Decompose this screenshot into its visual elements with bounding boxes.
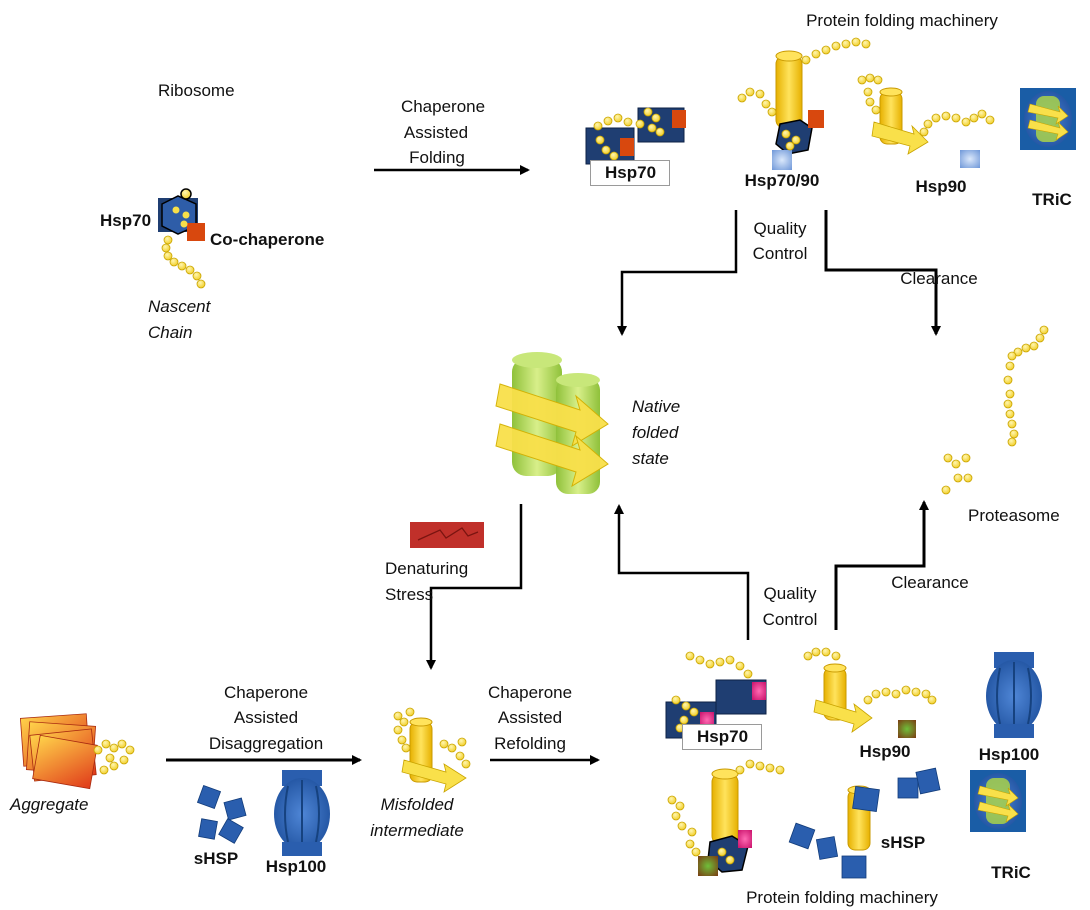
refolding-label-1: Chaperone	[488, 683, 572, 702]
hsp100-bottom-label: Hsp100	[979, 745, 1039, 764]
hsp90-bottom-label: Hsp90	[859, 742, 910, 761]
misfolded-label-1: Misfolded	[381, 795, 454, 814]
native-protein-icon	[495, 352, 609, 494]
co-chaperone-label: Co-chaperone	[210, 230, 324, 249]
native-label-2: folded	[632, 423, 679, 442]
ribosome-label: Ribosome	[158, 81, 235, 100]
hsp90-top-label: Hsp90	[915, 177, 966, 196]
diagram-text: Ribosome Hsp70 Co-chaperone Nascent Chai…	[9, 11, 1072, 907]
hsp100-left-icon	[273, 769, 331, 857]
shsp-bottom-label: sHSP	[881, 833, 925, 852]
hsp70-90-top-label: Hsp70/90	[745, 171, 820, 190]
qc-bottom-label-1: Quality	[764, 584, 817, 603]
nascent-chain-icon	[161, 235, 206, 289]
folding-label-3: Folding	[409, 148, 465, 167]
hsp100-bottom-icon	[985, 651, 1043, 739]
disaggregation-label-2: Assisted	[234, 708, 298, 727]
tric-top-icon	[1019, 87, 1077, 151]
top-hsp70-90-complex	[737, 37, 871, 170]
bottom-hsp70-90-complex	[667, 759, 785, 876]
clearance-bottom-label: Clearance	[891, 573, 969, 592]
quality-control-top-arrow	[617, 210, 738, 336]
bottom-hsp90-complex	[803, 647, 937, 738]
disaggregation-label-1: Chaperone	[224, 683, 308, 702]
quality-control-bottom-arrow	[614, 504, 750, 640]
folding-label-1: Chaperone	[401, 97, 485, 116]
top-hsp90-complex	[857, 73, 995, 168]
refolding-label-2: Assisted	[498, 708, 562, 727]
hsp70-ribosome-label: Hsp70	[100, 211, 151, 230]
tric-top-label: TRiC	[1032, 190, 1072, 209]
misfolded-intermediate-icon	[393, 707, 471, 793]
machinery-top-label: Protein folding machinery	[806, 11, 998, 30]
clearance-top-label: Clearance	[900, 269, 978, 288]
disaggregation-label-3: Disaggregation	[209, 734, 323, 753]
tric-bottom-label: TRiC	[991, 863, 1031, 882]
aggregate-label: Aggregate	[9, 795, 88, 814]
hsp70-bottom-label: Hsp70	[682, 724, 762, 750]
nascent-label-2: Chain	[148, 323, 192, 342]
refolding-label-3: Refolding	[494, 734, 566, 753]
clearance-top-arrow	[824, 210, 941, 336]
folding-label-2: Assisted	[404, 123, 468, 142]
denaturing-stress-arrow	[426, 504, 523, 670]
top-hsp70-complex	[585, 107, 686, 165]
machinery-bottom-label: Protein folding machinery	[746, 888, 938, 907]
ribosome-hsp70-complex	[158, 188, 205, 241]
shsp-left-icon	[196, 784, 247, 844]
native-label-1: Native	[632, 397, 680, 416]
shsp-left-label: sHSP	[194, 849, 238, 868]
qc-bottom-label-2: Control	[763, 610, 818, 629]
proteasome-label: Proteasome	[968, 506, 1060, 525]
stress-label-1: Denaturing	[385, 559, 468, 578]
aggregate-icon	[19, 713, 135, 790]
misfolded-label-2: intermediate	[370, 821, 464, 840]
tric-bottom-icon	[969, 769, 1027, 833]
proteasome-chain-icon	[941, 325, 1049, 495]
arrows	[166, 165, 941, 765]
nascent-label-1: Nascent	[148, 297, 212, 316]
qc-top-label-1: Quality	[754, 219, 807, 238]
denaturing-stress-icon	[410, 522, 484, 548]
stress-label-2: Stress	[385, 585, 433, 604]
native-label-3: state	[632, 449, 669, 468]
clearance-bottom-arrow	[834, 500, 929, 630]
hsp100-left-label: Hsp100	[266, 857, 326, 876]
qc-top-label-2: Control	[753, 244, 808, 263]
bottom-shsp-complex	[788, 767, 941, 879]
hsp70-top-label: Hsp70	[590, 160, 670, 186]
